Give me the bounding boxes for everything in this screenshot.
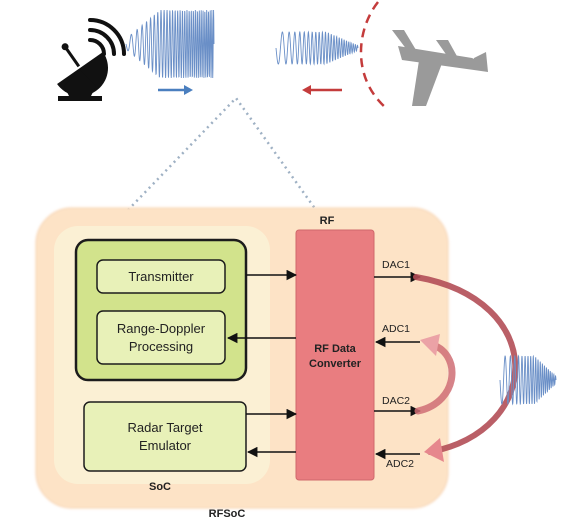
signal-trace (499, 354, 557, 406)
rf-data-converter-block (295, 229, 375, 481)
radar-target-label-line2: Emulator (139, 438, 192, 453)
transmitter-label: Transmitter (128, 269, 194, 284)
adc2-label: ADC2 (386, 458, 414, 470)
adc1-label: ADC1 (382, 323, 410, 335)
transmitted-signal-waveform (125, 9, 215, 79)
radar-dish-icon (57, 18, 126, 101)
reflected-signal-waveform (275, 30, 359, 66)
rf-data-label-line1: RF Data (314, 343, 356, 355)
range-doppler-label-line2: Processing (129, 339, 193, 354)
loopback-signal-waveform (499, 354, 557, 406)
loopback-arc-dac2-adc1-head (420, 334, 440, 356)
signal-trace (275, 30, 359, 66)
transmit-arrowhead (184, 85, 193, 95)
rf-region-label: RF (320, 215, 335, 227)
rfsoc-board-label: RFSoC (209, 508, 246, 520)
zoom-callout-lines (127, 96, 318, 211)
radar-return-arc (359, 1, 387, 109)
soc-region-label: SoC (149, 481, 171, 493)
dac2-label: DAC2 (382, 395, 410, 407)
loopback-arc-dac2-adc1 (414, 340, 456, 415)
transmitter-block (96, 259, 226, 294)
range-doppler-block (96, 310, 226, 365)
signal-trace (125, 9, 215, 79)
radar-target-label-line1: Radar Target (128, 420, 203, 435)
airplane-icon (392, 30, 488, 106)
receive-arrowhead (302, 85, 311, 95)
rf-data-label-line2: Converter (309, 358, 362, 370)
range-doppler-label-line1: Range-Doppler (117, 321, 206, 336)
radar-target-emulator-block (83, 401, 247, 472)
dac1-label: DAC1 (382, 259, 410, 271)
loopback-arc-dac1-adc2-head (424, 438, 444, 462)
